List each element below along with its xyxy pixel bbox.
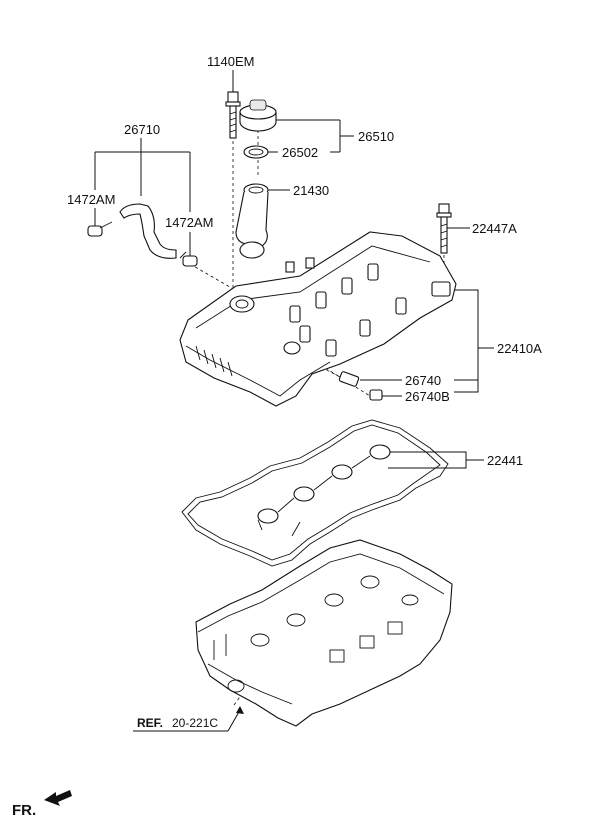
cylinder-head-cover — [179, 231, 457, 407]
leader-lines — [94, 70, 494, 706]
label-clamp-left: 1472AM — [67, 192, 115, 207]
cover-gasket — [181, 419, 449, 567]
pcv-valve — [338, 371, 360, 387]
front-arrow-icon — [44, 790, 72, 806]
oil-filler-neck — [235, 183, 269, 259]
hose-clamp-left — [87, 221, 113, 237]
label-hose: 26710 — [124, 122, 160, 137]
cylinder-head — [195, 539, 453, 727]
part-labels: 1140EM 26710 1472AM 1472AM 26510 26502 2… — [67, 54, 542, 468]
hose-clamp-right — [179, 251, 198, 267]
front-label: FR. — [12, 802, 36, 819]
label-gasket: 22441 — [487, 453, 523, 468]
label-cover-assy: 22410A — [497, 341, 542, 356]
label-filler-neck: 21430 — [293, 183, 329, 198]
label-pcv-grommet: 26740B — [405, 389, 450, 404]
reference-code: 20-221C — [172, 716, 218, 730]
label-oil-cap: 26510 — [358, 129, 394, 144]
bolt-1140em — [225, 91, 241, 139]
reference-prefix: REF. — [137, 716, 163, 730]
pcv-grommet — [369, 389, 383, 401]
cover-bolt — [436, 203, 452, 254]
oil-filler-cap — [239, 99, 277, 132]
label-clamp-right: 1472AM — [165, 215, 213, 230]
cap-seal-ring — [243, 145, 269, 159]
breather-hose — [119, 203, 177, 259]
label-cover-bolt: 22447A — [472, 221, 517, 236]
reference-callout: REF. 20-221C — [133, 706, 244, 732]
label-bolt-top: 1140EM — [207, 54, 254, 69]
label-cap-seal: 26502 — [282, 145, 318, 160]
label-pcv-valve: 26740 — [405, 373, 441, 388]
front-direction-indicator: FR. — [12, 790, 72, 819]
